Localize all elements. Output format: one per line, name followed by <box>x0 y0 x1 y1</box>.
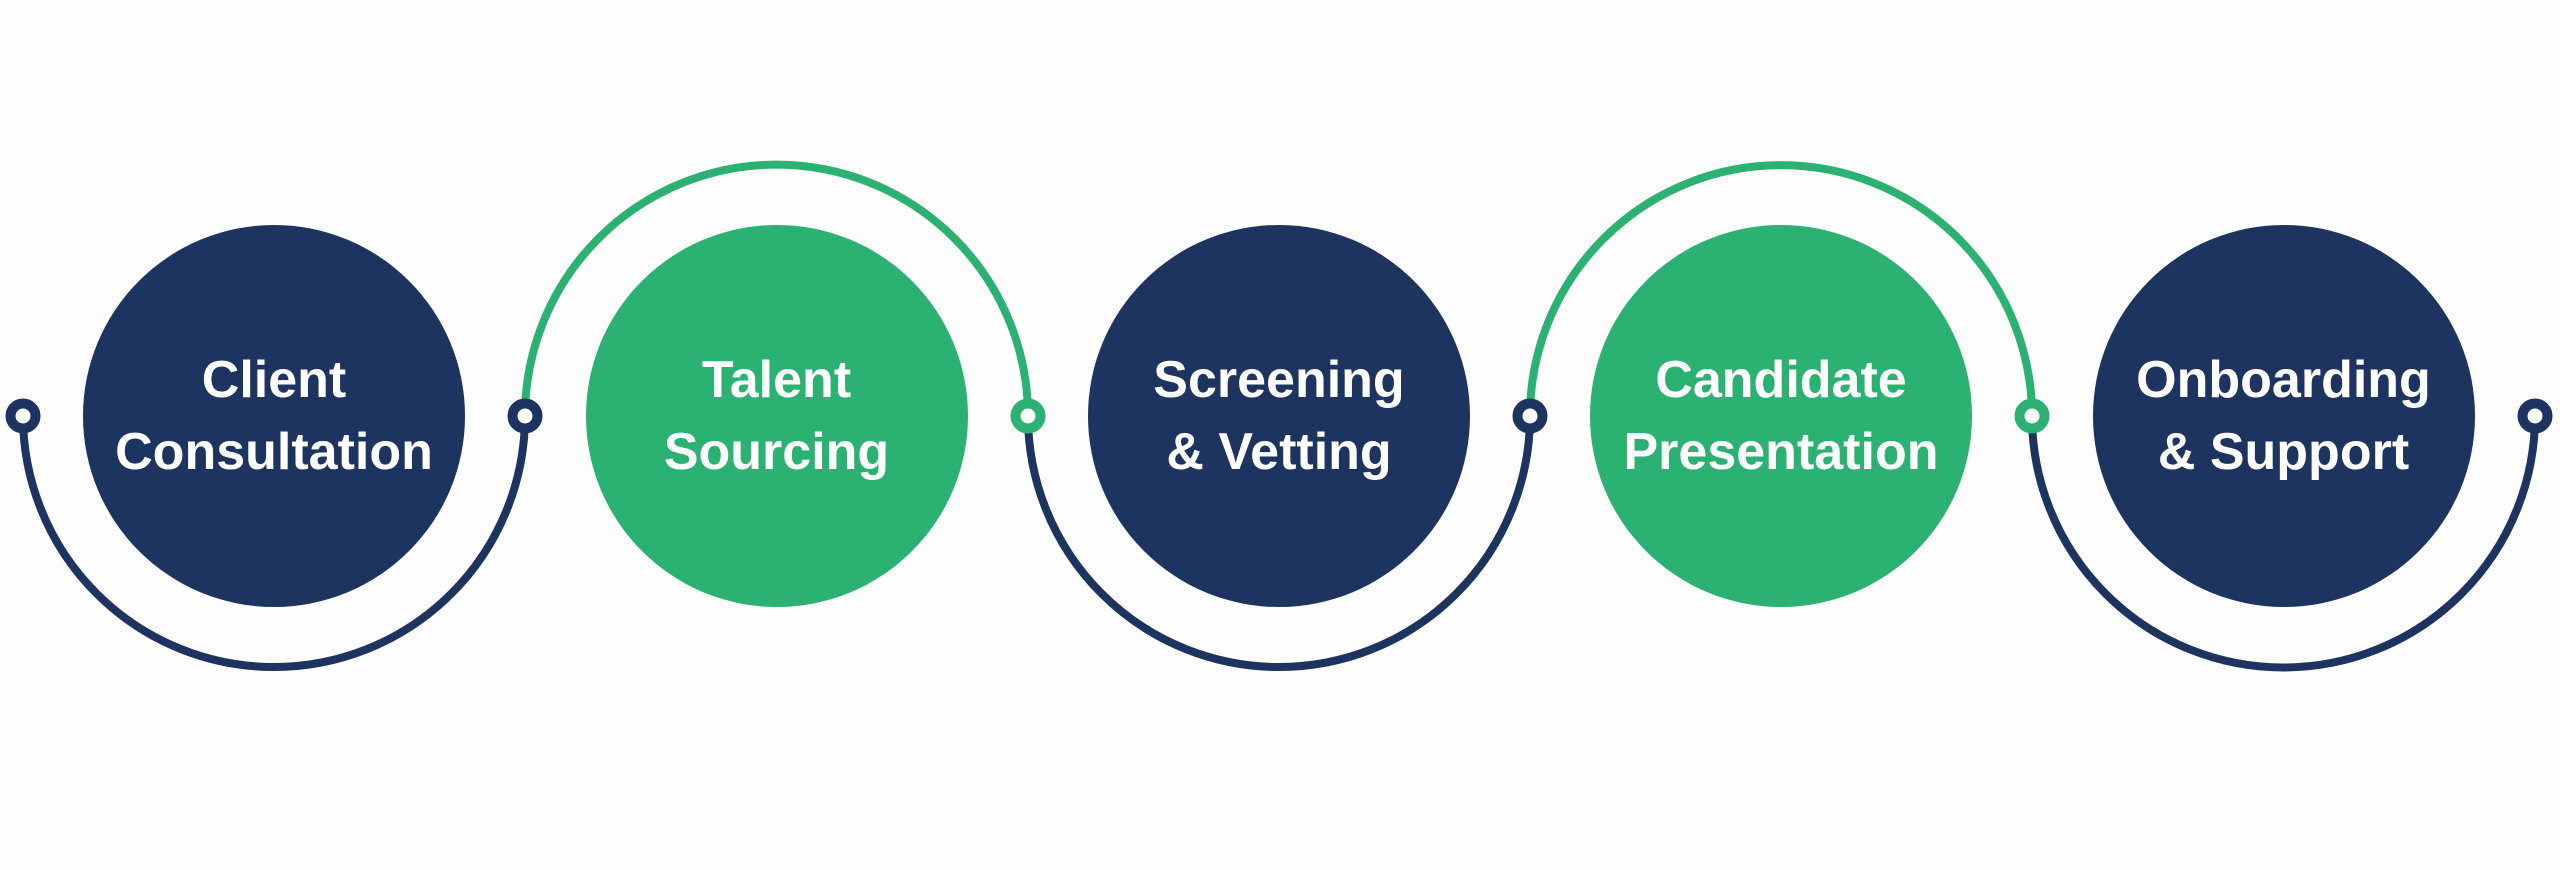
connector-arc-bottom <box>1024 415 1534 671</box>
connector-arc-bottom <box>19 415 529 671</box>
connector-node <box>507 398 543 434</box>
step-label-line1: Screening <box>1153 351 1405 409</box>
step-label-line2: & Support <box>2157 423 2410 481</box>
connector-node <box>5 398 41 434</box>
step-label-line2: Sourcing <box>663 423 890 481</box>
step-circle-onboarding-support: Onboarding & Support <box>2092 225 2475 607</box>
step-label-line1: Talent <box>701 351 852 409</box>
connector-arc-top <box>521 160 1032 417</box>
step-circle-screening-vetting: Screening & Vetting <box>1088 225 1470 607</box>
step-label-line2: Consultation <box>115 423 433 481</box>
connector-node <box>1512 398 1548 434</box>
step-label-line1: Candidate <box>1655 351 1907 409</box>
step-label-line1: Onboarding <box>2136 351 2431 409</box>
step-label-line1: Client <box>201 351 347 409</box>
step-label-line2: & Vetting <box>1166 423 1392 481</box>
connector-arc-bottom <box>2028 415 2539 672</box>
step-label-line2: Presentation <box>1623 423 1939 481</box>
connector-node <box>2517 398 2553 434</box>
connector-arc-top <box>1526 161 2036 417</box>
connector-node <box>2014 398 2050 434</box>
connector-node <box>1010 398 1046 434</box>
